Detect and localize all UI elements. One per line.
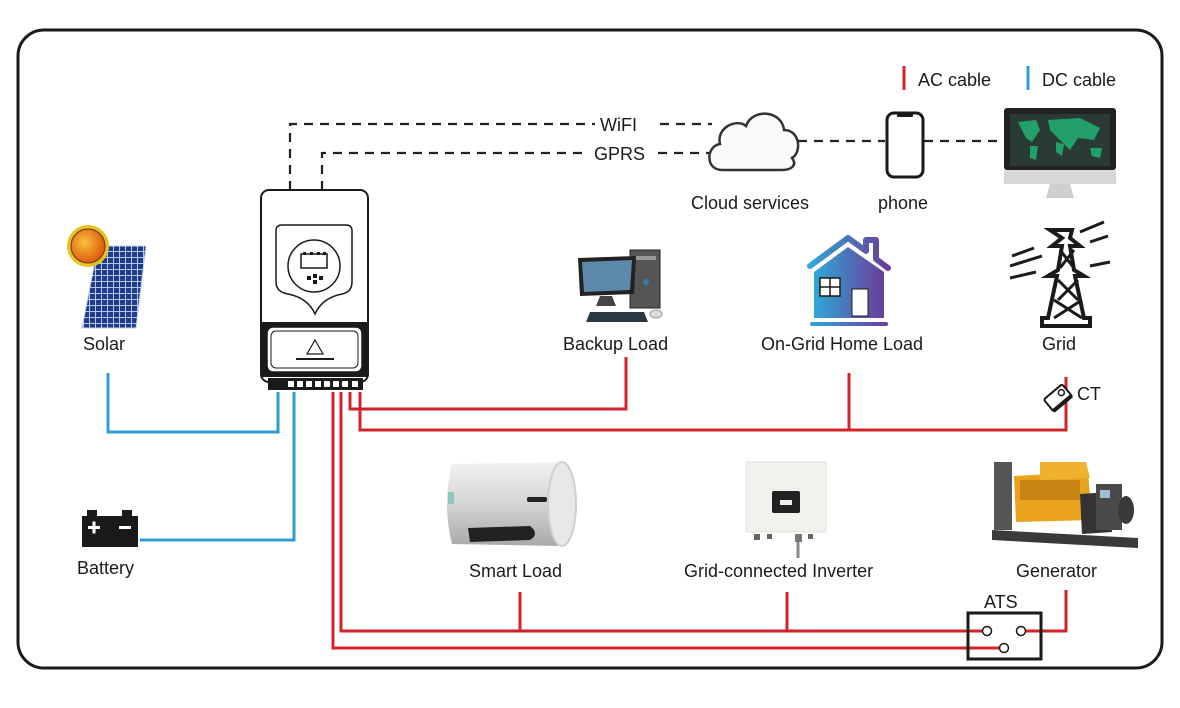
smart-load-label: Smart Load [469,561,562,581]
ats-terminal-2 [1015,625,1027,637]
smartphone-icon [885,111,925,179]
dc-legend-label: DC cable [1042,70,1116,90]
battery-label: Battery [77,558,134,578]
cloud-icon [708,112,800,172]
ats-switch [966,611,1043,661]
ac-cables [331,357,1068,650]
diagram-frame [16,28,1164,670]
backup-load-label: Backup Load [563,334,668,354]
comm-links: WiFI GPRS [288,115,1002,190]
ats-label: ATS [984,592,1018,612]
generator-icon [992,462,1138,548]
phone-label: phone [878,193,928,213]
hybrid-inverter-icon [260,189,369,390]
cloud-services-label: Cloud services [691,193,809,213]
backup-load-ac-cable [348,357,628,411]
solar-dc-cable [106,373,280,434]
grid-label: Grid [1042,334,1076,354]
generator-label: Generator [1016,561,1097,581]
legend: AC cable DC cable [902,66,1116,90]
gprs-label: GPRS [594,144,645,164]
power-pylon-icon [1009,220,1111,328]
solar-label: Solar [83,334,125,354]
grid-inverter-label: Grid-connected Inverter [684,561,873,581]
house-icon [807,235,891,326]
battery-icon [82,510,138,547]
home-load-label: On-Grid Home Load [761,334,923,354]
wifi-label: WiFI [600,115,637,135]
generator-ac-cable [1025,590,1068,633]
inverter-icon [745,461,827,558]
gen-ac-cable-lower [331,392,1000,650]
grid-ac-cable [358,377,1068,432]
desktop-computer-icon [578,249,663,322]
monitor-icon [1004,108,1116,198]
wifi-link [288,122,595,190]
water-heater-icon [447,461,577,547]
gprs-link [320,151,588,190]
current-transformer-icon [1043,383,1073,413]
ats-terminal-3 [998,642,1010,654]
dc-cables [106,373,296,542]
solar-panel-icon [67,225,147,329]
gen-ac-cable-upper [339,392,984,633]
ats-terminal-1 [981,625,993,637]
battery-dc-cable [140,392,296,542]
ac-legend-label: AC cable [918,70,991,90]
ct-label: CT [1077,384,1101,404]
